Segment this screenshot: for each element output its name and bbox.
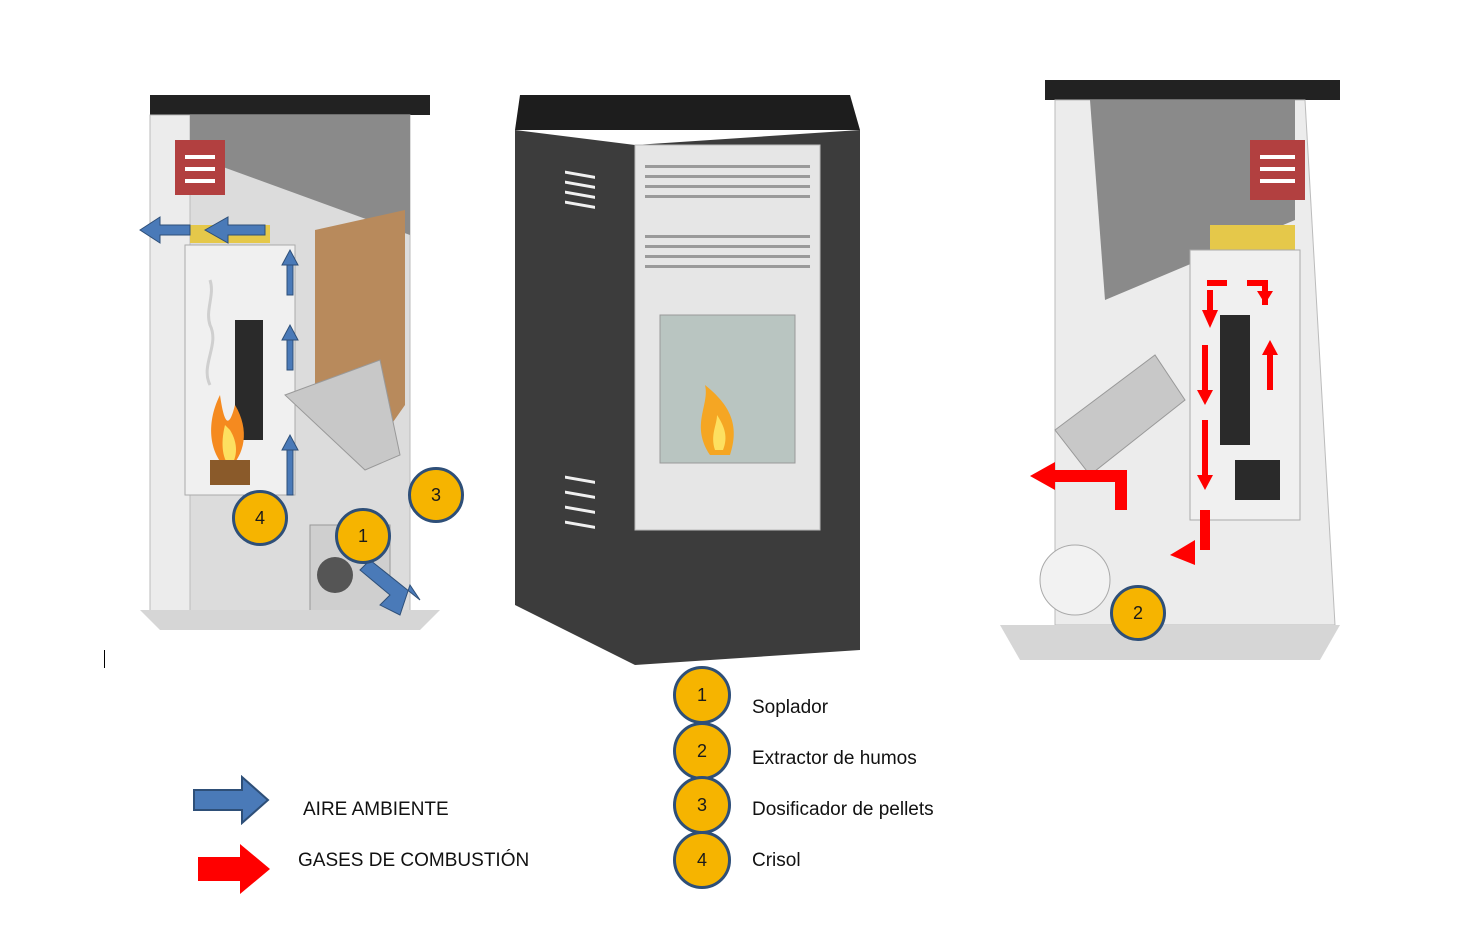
front-grille xyxy=(645,165,810,268)
burn-pot xyxy=(210,460,250,485)
text-cursor xyxy=(104,650,105,668)
badge-extractor: 2 xyxy=(1110,585,1166,641)
stove-base xyxy=(140,610,440,630)
right-stove-cutaway xyxy=(1000,80,1340,660)
stove-side-panel xyxy=(515,130,635,665)
legend-badge-3: 3 xyxy=(673,776,731,834)
legend-badge-2: 2 xyxy=(673,722,731,780)
fume-extractor xyxy=(1039,544,1111,616)
stove-back-panel xyxy=(190,115,410,235)
gas-arrow-icon xyxy=(1030,280,1278,565)
insulation-block xyxy=(1210,225,1295,250)
badge-dosificador: 3 xyxy=(408,467,464,523)
badge-soplador: 1 xyxy=(335,508,391,564)
legend-gas-label: GASES DE COMBUSTIÓN xyxy=(298,850,530,871)
stove-top-plate xyxy=(150,95,430,115)
center-stove xyxy=(515,95,860,665)
legend-label-1: Soplador xyxy=(752,697,829,718)
blower-inlet xyxy=(317,557,353,593)
pellet-auger xyxy=(284,359,401,471)
legend-label-2: Extractor de humos xyxy=(752,748,917,769)
left-stove-cutaway xyxy=(139,95,440,630)
legend-badge-4: 4 xyxy=(673,831,731,889)
burn-pot xyxy=(1235,460,1280,500)
legend-air-label: AIRE AMBIENTE xyxy=(303,799,449,820)
stove-top-plate xyxy=(1045,80,1340,100)
gas-arrow-icon xyxy=(198,844,270,894)
smoke-icon xyxy=(205,279,215,386)
stove-back-panel xyxy=(1090,100,1295,300)
pellet-auger xyxy=(1054,354,1186,476)
stove-base xyxy=(1000,625,1340,660)
baffle-plate xyxy=(1220,315,1250,445)
legend-label-3: Dosificador de pellets xyxy=(752,799,934,820)
badge-crisol: 4 xyxy=(232,490,288,546)
air-arrow-icon xyxy=(139,216,421,616)
legend-label-4: Crisol xyxy=(752,850,801,871)
air-arrow-icon xyxy=(193,775,270,825)
stove-top-glass xyxy=(515,95,860,130)
legend-badge-1: 1 xyxy=(673,666,731,724)
